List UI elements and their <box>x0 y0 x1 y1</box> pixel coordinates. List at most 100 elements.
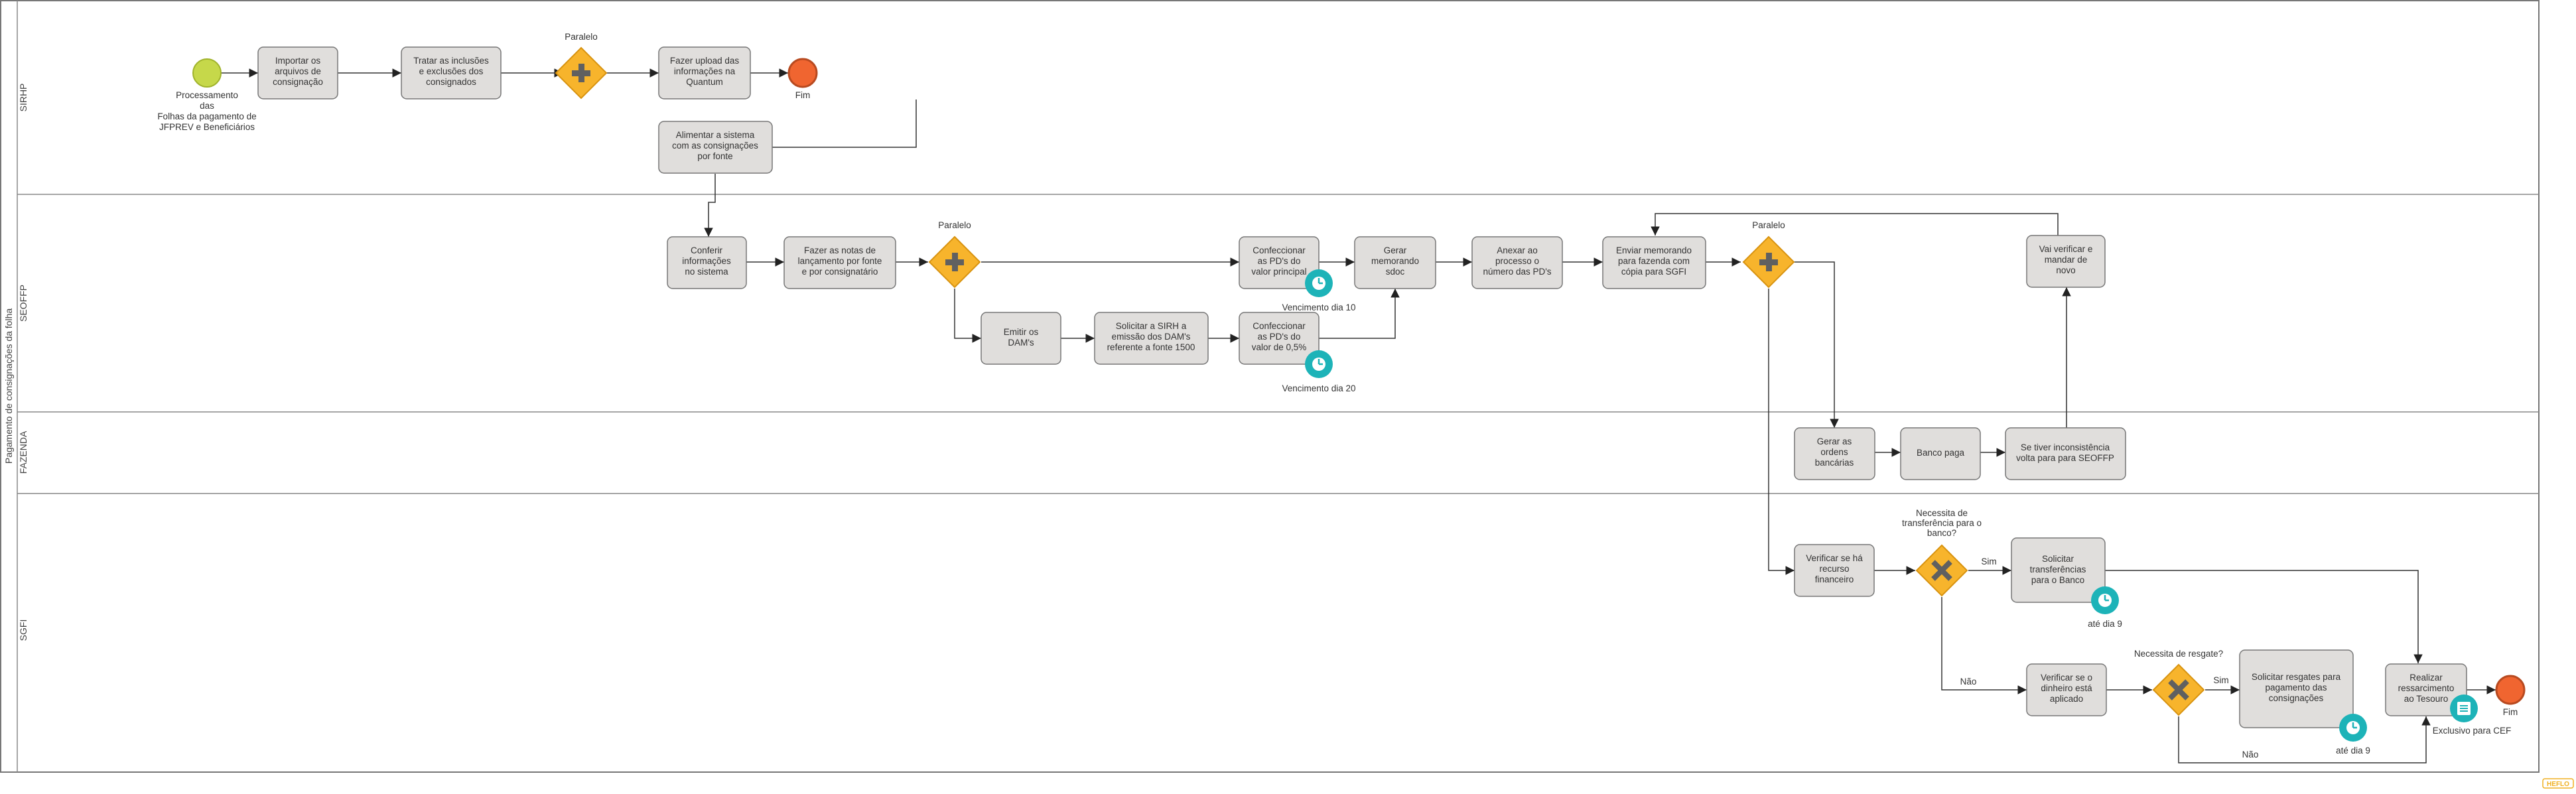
task-label: bancárias <box>1815 458 1854 468</box>
task-label: número das PD's <box>1483 267 1551 277</box>
task-label: Tratar as inclusões <box>413 56 489 66</box>
task-label: por fonte <box>697 151 732 161</box>
task-label: com as consignações <box>672 141 758 151</box>
task-importar: Importar os arquivos de consignação <box>257 46 338 99</box>
task-notas: Fazer as notas de lançamento por fonte e… <box>783 236 896 289</box>
task-label: volta para para SEOFFP <box>2016 453 2114 463</box>
start-event-label-3: Folhas da pagamento de <box>157 111 256 121</box>
gateway-label-transferencia-3: banco? <box>1927 528 1956 538</box>
task-label: consignação <box>273 77 323 87</box>
task-label: informações na <box>674 66 736 76</box>
gateway-label-transferencia-1: Necessita de <box>1916 508 1968 518</box>
task-label: referente a fonte 1500 <box>1107 342 1195 352</box>
task-label: para fazenda com <box>1618 256 1690 266</box>
timer-label: Vencimento dia 20 <box>1282 383 1355 393</box>
task-label: DAM's <box>1008 338 1034 348</box>
task-label: novo <box>2056 265 2075 275</box>
task-label: cópia para SGFI <box>1621 267 1686 277</box>
task-upload: Fazer upload das informações na Quantum <box>658 46 751 99</box>
task-pd-05: Confeccionar as PD's do valor de 0,5% <box>1239 312 1320 365</box>
timer-icon <box>2091 586 2119 614</box>
task-inconsistencia: Se tiver inconsistência volta para para … <box>2005 427 2126 480</box>
end-event-label: Fim <box>2503 707 2518 717</box>
task-label: Solicitar a SIRH a <box>1116 321 1187 331</box>
gateway-label-transferencia-2: transferência para o <box>1902 518 1982 528</box>
parallel-gateway <box>928 235 981 289</box>
task-gerar-ordens: Gerar as ordens bancárias <box>1794 427 1875 480</box>
task-ressarcimento: Realizar ressarcimento ao Tesouro <box>2385 663 2467 716</box>
task-label: transferências <box>2030 564 2086 574</box>
timer-icon <box>1305 350 1333 378</box>
annotation-cef: Exclusivo para CEF <box>2433 726 2512 736</box>
task-emitir: Emitir os DAM's <box>981 312 1061 365</box>
task-verificar-recurso: Verificar se há recurso financeiro <box>1794 544 1875 597</box>
flow-label-nao: Não <box>1960 677 1977 687</box>
end-event-label: Fim <box>795 90 811 100</box>
start-event-label-4: JFPREV e Beneficiários <box>159 122 255 132</box>
exclusive-gateway <box>1915 544 1968 597</box>
gateway-label-paralelo-2: Paralelo <box>938 220 971 230</box>
task-alimentar: Alimentar a sistema com as consignações … <box>658 121 773 174</box>
task-label: aplicado <box>2050 694 2083 704</box>
task-vai-verificar: Vai verificar e mandar de novo <box>2026 235 2106 288</box>
task-label: Importar os <box>275 56 321 66</box>
task-label: no sistema <box>685 267 728 277</box>
task-label: Gerar as <box>1817 436 1852 446</box>
task-label: Enviar memorando <box>1616 245 1692 255</box>
end-event <box>787 58 818 88</box>
start-event-label-2: das <box>200 101 214 111</box>
heflo-watermark: HEFLO <box>2542 778 2574 789</box>
task-label: as PD's do <box>1258 256 1301 266</box>
task-label: mandar de <box>2045 255 2088 265</box>
task-label: Fazer as notas de <box>804 245 876 255</box>
task-solicitar-resgates: Solicitar resgates para pagamento das co… <box>2239 649 2354 728</box>
task-label: ordens <box>1820 447 1848 457</box>
task-anexar: Anexar ao processo o número das PD's <box>1471 236 1563 289</box>
timer-icon <box>1305 269 1333 297</box>
task-label: Se tiver inconsistência <box>2021 442 2110 452</box>
task-label: dinheiro está <box>2041 683 2092 693</box>
task-label: Anexar ao <box>1497 245 1538 255</box>
task-label: Realizar <box>2409 673 2443 683</box>
task-conferir: Conferir informações no sistema <box>667 236 747 289</box>
task-label: Confeccionar <box>1253 245 1306 255</box>
watermark-text: HEFLO <box>2547 781 2569 788</box>
task-label: Conferir <box>691 245 723 255</box>
task-memorando: Gerar memorando sdoc <box>1354 236 1436 289</box>
task-label: memorando <box>1371 256 1419 266</box>
task-label: consignados <box>426 77 476 87</box>
task-solicitar-sirh: Solicitar a SIRH a emissão dos DAM's ref… <box>1094 312 1209 365</box>
timer-label: até dia 9 <box>2336 746 2370 756</box>
pool-label: Pagamento de consignações da folha <box>3 308 14 464</box>
task-banco: Banco paga <box>1900 427 1981 480</box>
pool-border <box>0 0 2540 773</box>
exclusive-gateway <box>2152 663 2205 716</box>
task-label: as PD's do <box>1258 332 1301 342</box>
task-label: Quantum <box>686 77 723 87</box>
task-label: valor principal <box>1251 267 1306 277</box>
end-event <box>2495 675 2526 705</box>
lane-label-sgfi: SGFI <box>18 620 29 641</box>
flow-label-sim: Sim <box>2213 675 2228 685</box>
task-label: ressarcimento <box>2398 683 2455 693</box>
task-label: financeiro <box>1815 574 1854 584</box>
task-label: sdoc <box>1386 267 1405 277</box>
gateway-label-resgate: Necessita de resgate? <box>2134 649 2223 659</box>
timer-label: Vencimento dia 10 <box>1282 302 1355 312</box>
lane-label-sirhp: SIRHP <box>18 84 29 112</box>
task-label: recurso <box>1819 564 1849 574</box>
timer-label: até dia 9 <box>2088 619 2122 629</box>
task-label: informações <box>682 256 731 266</box>
flow-label-nao: Não <box>2242 750 2259 760</box>
task-tratar: Tratar as inclusões e exclusões dos cons… <box>401 46 502 99</box>
task-label: Banco paga <box>1917 448 1965 458</box>
task-label: Verificar se o <box>2041 673 2092 683</box>
task-enviar: Enviar memorando para fazenda com cópia … <box>1602 236 1706 289</box>
task-label: pagamento das <box>2265 683 2327 693</box>
task-label: e por consignatário <box>802 267 878 277</box>
task-label: e exclusões dos <box>419 66 484 76</box>
lane-label-fazenda: FAZENDA <box>18 430 29 474</box>
parallel-gateway <box>555 46 608 99</box>
task-label: Alimentar a sistema <box>676 130 755 140</box>
